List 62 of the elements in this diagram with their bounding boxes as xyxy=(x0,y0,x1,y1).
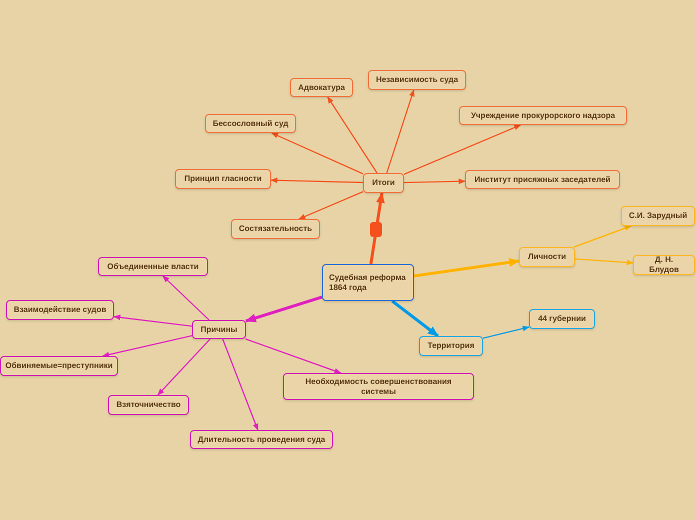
arrow xyxy=(298,191,364,220)
topic-text: Д. Н. Блудов xyxy=(648,255,680,275)
topic-text: Судебная реформа 1864 года xyxy=(329,272,407,292)
topic-text: Взаимодействие судов xyxy=(14,305,106,315)
arrow xyxy=(113,314,192,327)
topic-box xyxy=(322,264,414,301)
topic-text: Длительность проведения суда xyxy=(198,434,326,444)
arrow xyxy=(391,300,439,338)
arrow xyxy=(102,335,192,358)
topic-box xyxy=(190,430,333,449)
arrow xyxy=(270,178,364,184)
topic-box xyxy=(175,169,271,189)
topic-box xyxy=(231,219,320,239)
topic-text: С.И. Зарудный xyxy=(628,211,688,221)
topic-box xyxy=(621,206,695,226)
arrow xyxy=(245,338,342,374)
topic-box xyxy=(363,173,404,193)
arrow xyxy=(482,326,530,339)
topic-text: Принцип гласности xyxy=(184,174,262,184)
topic-box xyxy=(283,373,474,400)
topic-text: Объединенные власти xyxy=(107,262,199,272)
topic-text: Территория xyxy=(428,341,474,351)
topic-text: Бессословный суд xyxy=(212,118,288,128)
topic-text: Причины xyxy=(200,324,238,334)
topic-box xyxy=(465,170,620,189)
topic-box xyxy=(192,320,246,339)
arrow xyxy=(157,338,211,396)
arrow xyxy=(222,338,258,431)
topic-box xyxy=(0,356,118,376)
topic-text: 44 губернии xyxy=(538,314,586,324)
arrow xyxy=(244,296,322,322)
arrow xyxy=(327,96,378,174)
topic-text: Учреждение прокурорского надзора xyxy=(470,110,616,120)
arrow xyxy=(574,258,634,266)
arrow xyxy=(271,132,364,174)
arrow xyxy=(369,192,385,264)
topic-text: Институт присяжных заседателей xyxy=(474,174,610,184)
topic-box xyxy=(205,114,296,133)
topic-box xyxy=(368,70,466,90)
topic-box xyxy=(6,300,114,320)
topic-box xyxy=(519,247,575,267)
topic-text: Личности xyxy=(528,252,566,262)
arrow xyxy=(162,276,210,320)
topic-box xyxy=(633,255,695,275)
arrow xyxy=(414,258,520,278)
topic-text: Независимость суда xyxy=(376,75,458,85)
topic-box xyxy=(459,106,627,125)
topic-text: Обвиняемые=преступники xyxy=(5,361,113,371)
topic-text: Итоги xyxy=(372,178,395,188)
topic-box xyxy=(290,78,353,97)
topic-box xyxy=(529,309,595,329)
topic-text: Необходимость совершенствования системы xyxy=(304,376,453,396)
topic-text: Адвокатура xyxy=(298,82,345,92)
arrow xyxy=(386,89,414,174)
arrow xyxy=(574,225,632,248)
arrow xyxy=(404,178,466,184)
topic-text: Состязательность xyxy=(238,224,312,234)
arrow xyxy=(404,124,522,175)
topic-text: Взяточничество xyxy=(116,400,181,410)
topic-box xyxy=(108,395,189,415)
topic-box xyxy=(419,336,483,356)
topic-box xyxy=(98,257,208,276)
